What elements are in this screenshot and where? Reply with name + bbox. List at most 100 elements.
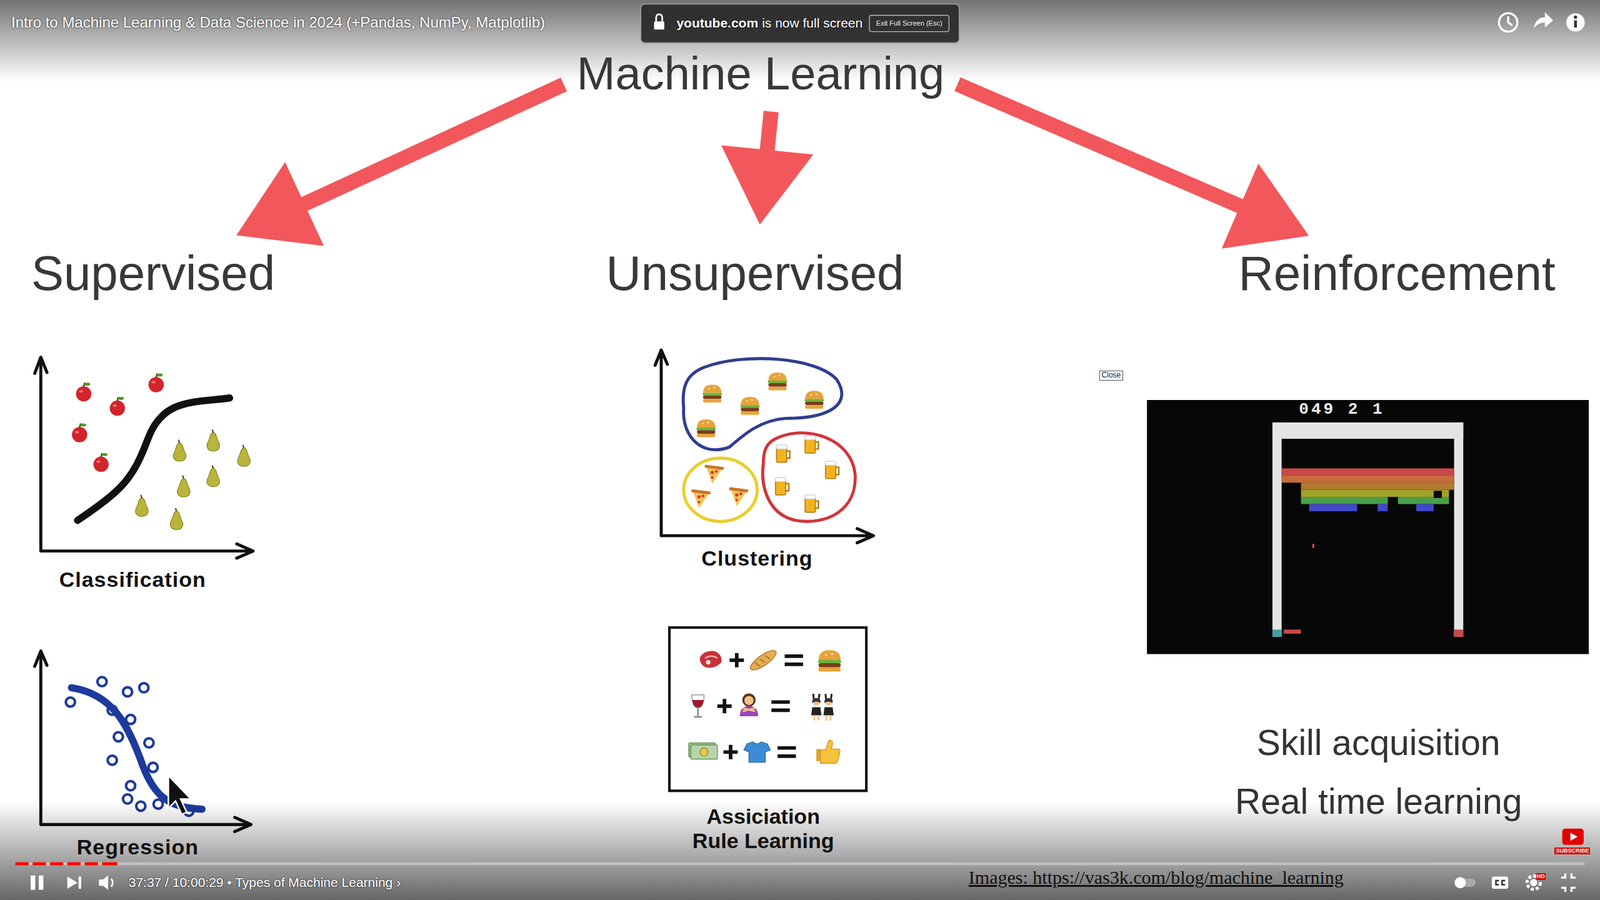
share-icon: [1533, 12, 1554, 29]
burger-icon: [702, 385, 722, 404]
info-icon: [1574, 20, 1578, 28]
shirt-icon: [743, 741, 770, 763]
watch-later-icon: [1508, 16, 1513, 26]
progress-track: [15, 862, 1585, 866]
beer-icon: [804, 495, 819, 513]
beer-icon: [776, 445, 790, 463]
brick-row: [1301, 496, 1389, 504]
pause-icon: [30, 875, 35, 890]
data-points-part: [139, 683, 149, 693]
game-wall: [1454, 422, 1464, 637]
pear-icon: [177, 475, 190, 497]
pear-icon: [206, 465, 220, 487]
chart-caption: Regression: [76, 835, 199, 860]
category-arrow: [236, 84, 564, 247]
game-wall: [1272, 422, 1464, 439]
game-screen: [1146, 400, 1589, 655]
description-text: Real time learning: [1235, 781, 1522, 823]
pizza-icon: [693, 490, 710, 509]
category-heading: Supervised: [26, 243, 280, 305]
brick-row: [1398, 496, 1450, 504]
bread-icon: [747, 647, 779, 674]
captions-icon: [1495, 880, 1505, 885]
thumb-icon: [816, 740, 840, 764]
poster-frame: [669, 627, 867, 791]
brick-row: [1309, 504, 1358, 512]
progress-played-part: [101, 862, 117, 866]
info-icon: [1573, 15, 1577, 19]
arrow-shaft: [957, 84, 1242, 207]
category-heading: Unsupervised: [601, 243, 910, 305]
brick-gap: [1433, 490, 1442, 498]
data-points-part: [144, 738, 154, 748]
description-text: Skill acquisition: [1256, 722, 1501, 764]
subscribe-icon: [1562, 828, 1584, 845]
chart-axes: [35, 356, 254, 559]
video-title: Intro to Machine Learning & Data Science…: [11, 13, 545, 32]
burger-icon: [768, 372, 788, 391]
exit-button-text: Exit Full Screen (Esc): [876, 19, 943, 28]
arrow-shaft: [303, 84, 564, 205]
cluster-outline: [683, 458, 758, 522]
brick-row: [1416, 504, 1434, 512]
lock-icon: [654, 21, 665, 30]
settings-icon: [1530, 879, 1537, 887]
next-icon: [67, 876, 78, 889]
beer-icon: [775, 477, 789, 495]
plus-symbol: [717, 698, 732, 714]
game-paddle: [1283, 629, 1302, 634]
subscribe-text: SUBSCRIBE: [1554, 847, 1590, 854]
arrow-head: [236, 161, 324, 246]
arrow-head: [1221, 163, 1309, 249]
progress-played-part: [50, 862, 64, 866]
exit-button: [869, 15, 949, 32]
category-arrow: [721, 111, 814, 225]
arrow-head: [721, 145, 814, 225]
data-points-part: [107, 755, 117, 765]
burger-icon: [740, 396, 760, 415]
apple-icon: [76, 382, 92, 402]
progress-played-part: [32, 862, 46, 866]
breakout-game: [1146, 400, 1589, 655]
pizza-icon: [706, 466, 723, 484]
game-wall: [1272, 629, 1282, 637]
game-ball: [1312, 543, 1315, 549]
chart-caption: Clustering: [701, 546, 813, 571]
top-icons: [1498, 12, 1585, 32]
wine-icon: [691, 695, 705, 717]
category-arrow: [957, 84, 1309, 249]
arrow-shaft: [766, 111, 771, 151]
pear-icon: [237, 445, 250, 467]
pizza-icon: [730, 488, 747, 507]
decision-boundary: [77, 398, 230, 521]
burger-icon: [804, 390, 824, 409]
plus-symbol: [729, 653, 744, 668]
brick-row: [1377, 504, 1388, 512]
data-points-part: [113, 731, 124, 742]
apple-icon: [148, 373, 164, 393]
cluster-outline: [762, 433, 855, 522]
hd-badge: HD: [1536, 873, 1546, 880]
node-text: Machine Learning: [576, 46, 945, 100]
pear-icon: [206, 429, 220, 451]
data-points-part: [148, 762, 159, 772]
time-display: 37:37 / 10:00:29 • Types of Machine Lear…: [128, 875, 401, 890]
beer-icon: [804, 435, 819, 454]
pear-icon: [170, 508, 183, 530]
clustering-chart: [655, 350, 874, 544]
pear-icon: [173, 440, 186, 462]
brick-row: [1281, 468, 1455, 475]
data-points: [65, 676, 194, 816]
game-wall: [1272, 422, 1282, 637]
progress-played-part: [85, 862, 99, 866]
progress-played: [15, 862, 117, 866]
pear-icon: [135, 495, 149, 517]
brick-row: [1301, 482, 1455, 490]
notice-box: [640, 4, 959, 44]
subscribe-icon: [1570, 832, 1578, 841]
burger-icon: [818, 650, 842, 672]
watch-later-icon: [1498, 13, 1517, 32]
